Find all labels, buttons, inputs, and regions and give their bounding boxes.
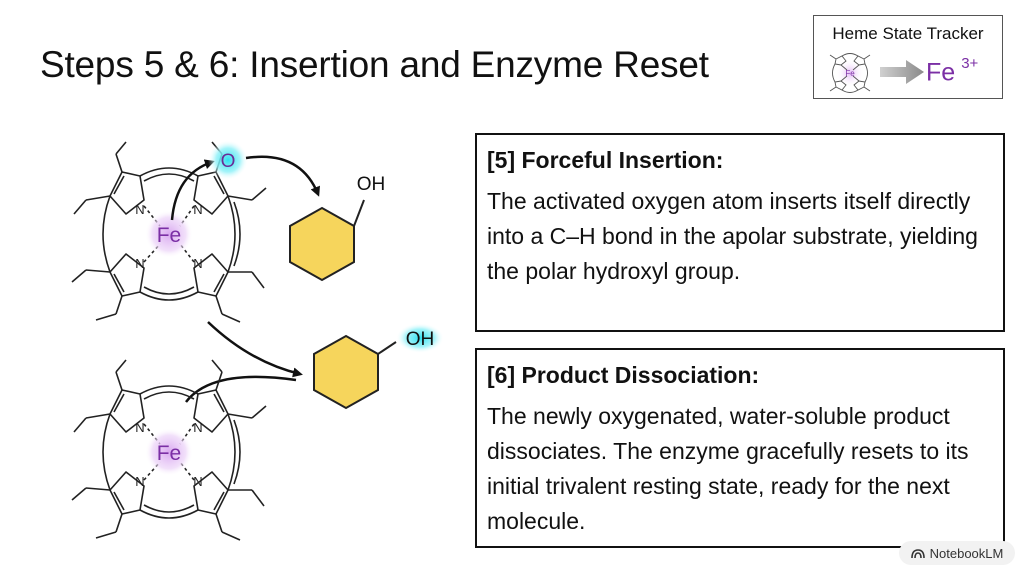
product-release-arrow (185, 375, 297, 403)
product-bottom: OH (313, 323, 444, 410)
step-5-box: [5] Forceful Insertion: The activated ox… (475, 133, 1005, 332)
nitrogen-label: N (135, 420, 144, 435)
nitrogen-label: N (193, 256, 202, 271)
heme-bottom: Fe N N N N (71, 359, 267, 541)
substrate-top: OH (289, 174, 386, 282)
step-6-box: [6] Product Dissociation: The newly oxyg… (475, 348, 1005, 548)
nitrogen-label: N (135, 474, 144, 489)
mechanism-diagram: Fe N N N N O OH OH (71, 140, 444, 541)
iron-symbol: Fe (926, 58, 956, 87)
top-iron-label: Fe (157, 224, 182, 247)
step-6-body: The newly oxygenated, water-soluble prod… (487, 403, 969, 534)
iron-oxidation-state: Fe 3+ (926, 55, 979, 87)
arrow-right-icon (880, 60, 924, 84)
oxygen-atom-label: O (221, 151, 236, 172)
dissociation-arrow (207, 321, 303, 378)
nitrogen-label: N (193, 420, 202, 435)
step-6-heading: [6] Product Dissociation: (487, 362, 760, 388)
nitrogen-label: N (193, 202, 202, 217)
nitrogen-label: N (193, 474, 202, 489)
step-5-body: The activated oxygen atom inserts itself… (487, 188, 978, 284)
heme-state-tracker: Heme State Tracker Fe (813, 15, 1003, 99)
fe-to-oxygen-arrow (170, 159, 215, 221)
notebooklm-logo-icon (910, 549, 925, 559)
watermark-label: NotebookLM (929, 545, 1004, 561)
notebooklm-watermark: NotebookLM (899, 541, 1015, 565)
bottom-iron-label: Fe (157, 442, 182, 465)
step-5-heading: [5] Forceful Insertion: (487, 147, 724, 173)
nitrogen-label: N (135, 256, 144, 271)
heme-thumbnail-icon: Fe (829, 53, 871, 93)
iron-charge: 3+ (961, 55, 979, 72)
hydroxyl-label-top: OH (357, 174, 386, 195)
heme-top: Fe N N N N O (71, 140, 320, 323)
nitrogen-label: N (135, 202, 144, 217)
page-title: Steps 5 & 6: Insertion and Enzyme Reset (40, 44, 709, 85)
tracker-mini-iron-label: Fe (845, 69, 855, 78)
tracker-title: Heme State Tracker (832, 24, 984, 43)
hydroxyl-label-bottom: OH (406, 329, 435, 350)
oxygen-insertion-arrow (245, 155, 320, 197)
